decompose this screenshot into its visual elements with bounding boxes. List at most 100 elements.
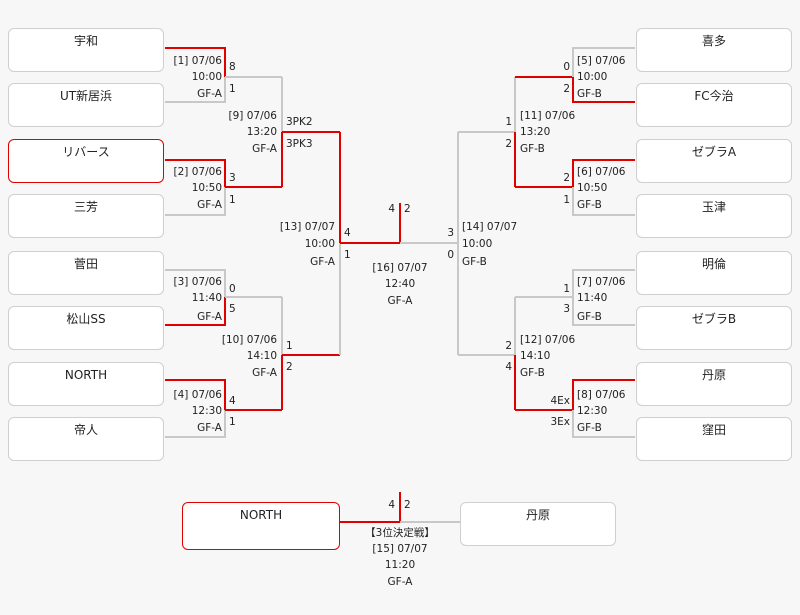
score: 2 (404, 203, 411, 215)
match-venue: GF-A (197, 311, 222, 323)
match-venue: GF-B (577, 88, 602, 100)
score: 4 (505, 361, 512, 373)
match-time: 12:30 (577, 405, 608, 417)
match-id: [8] 07/06 (577, 389, 626, 401)
match-time: 10:00 (191, 71, 222, 83)
match-venue: GF-A (252, 143, 277, 155)
score: 1 (563, 194, 570, 206)
match-id: [10] 07/06 (221, 334, 277, 346)
match-title: 【3位決定戦】 (365, 527, 435, 539)
score: 0 (447, 249, 454, 261)
score: 2 (563, 83, 570, 95)
match-venue: GF-B (577, 311, 602, 323)
team-box: 宇和 (8, 28, 164, 72)
team-box: ゼブラB (636, 306, 792, 350)
score: 3PK3 (286, 138, 313, 150)
team-box: 喜多 (636, 28, 792, 72)
match-id: [13] 07/07 (279, 221, 335, 233)
match-id: [9] 07/06 (228, 110, 277, 122)
match-time: 13:20 (520, 126, 551, 138)
score: 4Ex (550, 395, 570, 407)
match-id: [6] 07/06 (577, 166, 626, 178)
team-box: FC今治 (636, 83, 792, 127)
match-time: 11:40 (577, 292, 608, 304)
match-id: [11] 07/06 (520, 110, 576, 122)
score: 2 (286, 361, 293, 373)
score: 4 (344, 227, 351, 239)
score: 3PK2 (286, 116, 313, 128)
team-box: 丹原 (460, 502, 616, 546)
team-box: NORTH (8, 362, 164, 406)
score: 1 (229, 194, 236, 206)
match-time: 14:10 (246, 350, 277, 362)
match-venue: GF-A (197, 88, 222, 100)
match-venue: GF-A (387, 576, 413, 588)
match-time: 12:40 (384, 278, 416, 290)
score: 3 (447, 227, 454, 239)
score: 2 (505, 340, 512, 352)
match-time: 10:00 (304, 238, 335, 250)
match-venue: GF-B (520, 143, 545, 155)
score: 4 (388, 203, 395, 215)
match-venue: GF-A (197, 422, 222, 434)
match-time: 10:00 (577, 71, 608, 83)
score: 1 (229, 416, 236, 428)
score: 2 (404, 499, 411, 511)
match-venue: GF-B (462, 256, 487, 268)
match-venue: GF-A (387, 295, 413, 307)
score: 1 (344, 249, 351, 261)
score: 5 (229, 303, 236, 315)
team-box: 帝人 (8, 417, 164, 461)
team-box: 菅田 (8, 251, 164, 295)
team-box: UT新居浜 (8, 83, 164, 127)
team-box: 窪田 (636, 417, 792, 461)
match-id: [12] 07/06 (520, 334, 576, 346)
team-box: NORTH (182, 502, 340, 550)
team-box: 松山SS (8, 306, 164, 350)
team-box: 三芳 (8, 194, 164, 238)
match-id: [1] 07/06 (173, 55, 222, 67)
score: 1 (286, 340, 293, 352)
score: 3Ex (550, 416, 570, 428)
match-time: 13:20 (246, 126, 277, 138)
match-id: [4] 07/06 (173, 389, 222, 401)
match-time: 12:30 (191, 405, 222, 417)
team-box: リバース (8, 139, 164, 183)
score: 2 (563, 172, 570, 184)
score: 1 (229, 83, 236, 95)
score: 3 (563, 303, 570, 315)
match-time: 11:40 (191, 292, 222, 304)
score: 8 (229, 61, 236, 73)
match-venue: GF-B (577, 422, 602, 434)
match-id: [3] 07/06 (173, 276, 222, 288)
score: 2 (505, 138, 512, 150)
score: 4 (388, 499, 395, 511)
team-box: 玉津 (636, 194, 792, 238)
match-id: [14] 07/07 (462, 221, 518, 233)
match-venue: GF-A (310, 256, 335, 268)
score: 0 (563, 61, 570, 73)
score: 0 (229, 283, 236, 295)
team-box: ゼブラA (636, 139, 792, 183)
match-id: [15] 07/07 (372, 543, 428, 555)
team-box: 明倫 (636, 251, 792, 295)
match-venue: GF-A (197, 199, 222, 211)
match-venue: GF-A (252, 367, 277, 379)
score: 1 (563, 283, 570, 295)
match-time: 10:00 (462, 238, 493, 250)
team-box: 丹原 (636, 362, 792, 406)
match-time: 11:20 (384, 559, 416, 571)
score: 4 (229, 395, 236, 407)
match-id: [7] 07/06 (577, 276, 626, 288)
match-time: 10:50 (577, 182, 608, 194)
match-venue: GF-B (577, 199, 602, 211)
score: 3 (229, 172, 236, 184)
match-time: 10:50 (191, 182, 222, 194)
match-id: [16] 07/07 (372, 262, 428, 274)
match-venue: GF-B (520, 367, 545, 379)
score: 1 (505, 116, 512, 128)
match-time: 14:10 (520, 350, 551, 362)
match-id: [2] 07/06 (173, 166, 222, 178)
match-id: [5] 07/06 (577, 55, 626, 67)
